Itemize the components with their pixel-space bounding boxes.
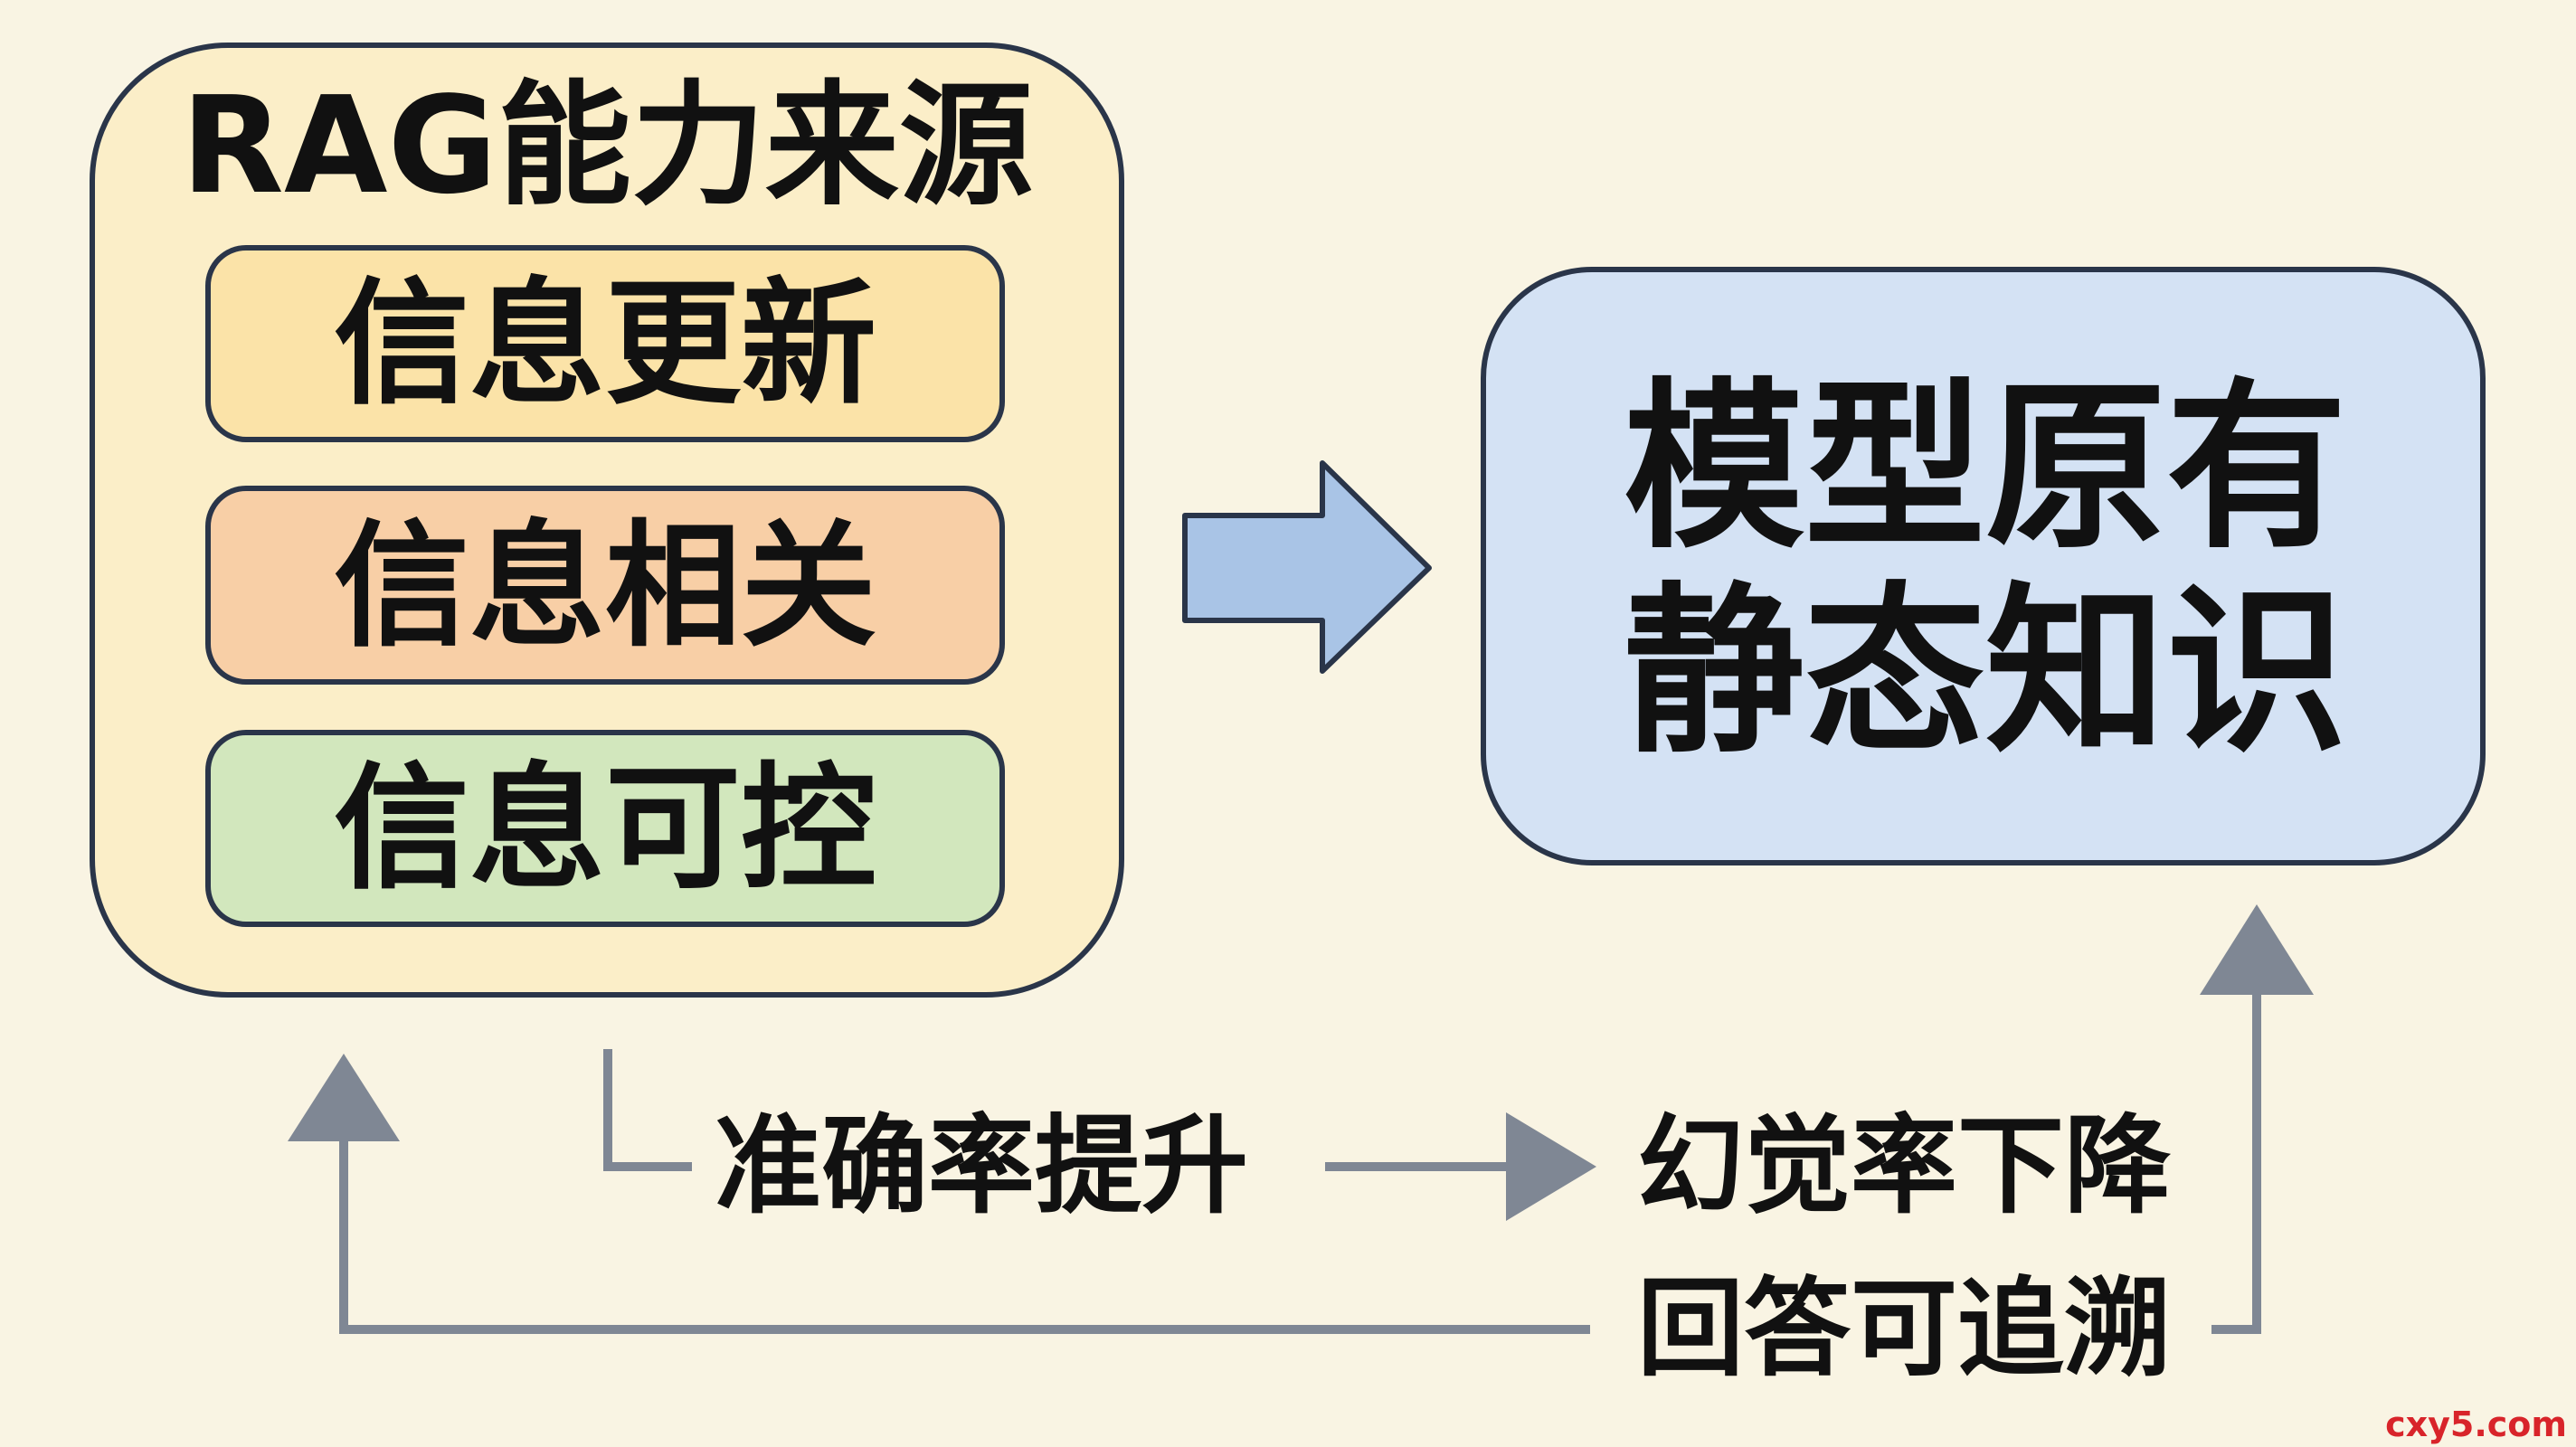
watermark-label: cxy5.com (2385, 1404, 2567, 1444)
traceable-to-knowledge-arrowhead (2200, 904, 2314, 995)
item-box-info-control (205, 730, 1005, 927)
item-label-info-control: 信息可控 (334, 751, 876, 908)
traceable-answer-label: 回答可追溯 (1637, 1266, 2171, 1391)
static-knowledge-box (1481, 267, 2486, 865)
feedback-loop-arrowhead (288, 1054, 400, 1141)
hallucination-down-label: 幻觉率下降 (1637, 1103, 2171, 1228)
main-right-arrow (1182, 460, 1432, 674)
feedback-loop-shaft (339, 1135, 1590, 1334)
static-knowledge-line-2: 静态知识 (1624, 567, 2347, 778)
effects-group: 准确率提升 幻觉率下降 回答可追溯 (288, 904, 2314, 1391)
traceable-to-knowledge-shaft (2211, 986, 2261, 1334)
target-group: 模型原有 静态知识 (1481, 267, 2486, 865)
rag-source-group: RAG能力来源 信息更新 信息相关 信息可控 (90, 43, 1124, 998)
item-box-info-update (205, 245, 1005, 442)
item-label-info-relevance: 信息相关 (334, 508, 876, 666)
static-knowledge-line-1: 模型原有 (1624, 363, 2347, 573)
item-label-info-update: 信息更新 (334, 266, 876, 423)
accuracy-up-label: 准确率提升 (715, 1103, 1248, 1228)
item-box-info-relevance (205, 486, 1005, 685)
rag-source-title: RAG能力来源 (181, 68, 1033, 223)
accuracy-to-hallucination-arrowhead (1506, 1112, 1596, 1221)
accuracy-bracket-connector (603, 1049, 692, 1171)
